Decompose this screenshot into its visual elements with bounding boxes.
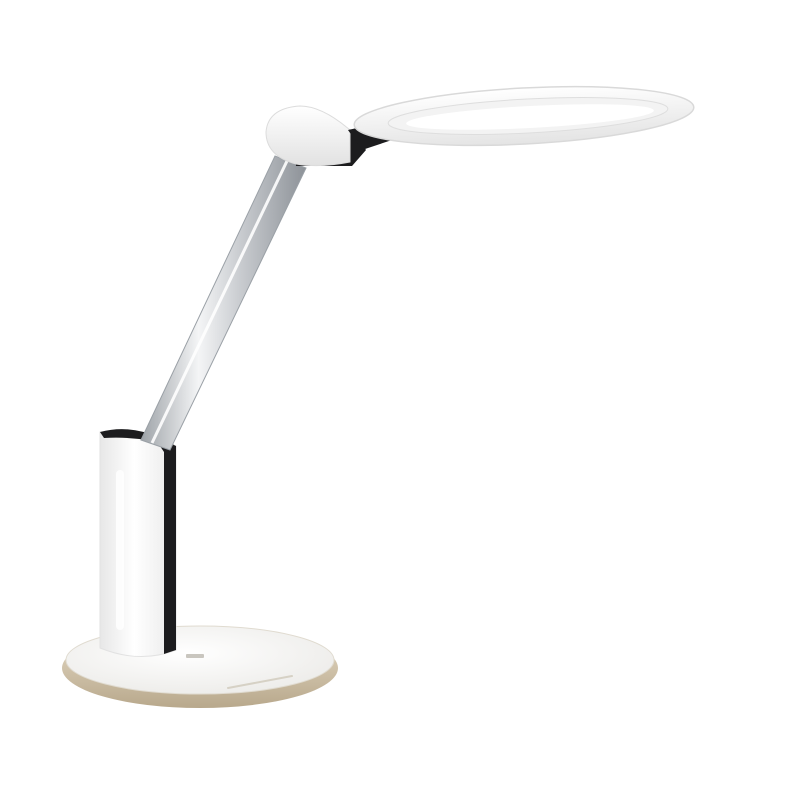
post-top-cap bbox=[100, 429, 176, 446]
base-touch-strip bbox=[227, 675, 293, 689]
arm-bar bbox=[140, 155, 307, 451]
lamp-post bbox=[99, 429, 177, 658]
hinge-body bbox=[265, 105, 351, 167]
arm-edge-highlight bbox=[150, 160, 289, 444]
lamp-arm bbox=[140, 155, 307, 451]
base-logo-mark bbox=[186, 654, 204, 658]
post-dark-seam bbox=[156, 440, 176, 654]
post-highlight bbox=[116, 470, 124, 630]
shade-light-panel bbox=[406, 104, 654, 130]
lamp-head bbox=[348, 85, 695, 150]
lamp-hinge bbox=[265, 105, 366, 167]
